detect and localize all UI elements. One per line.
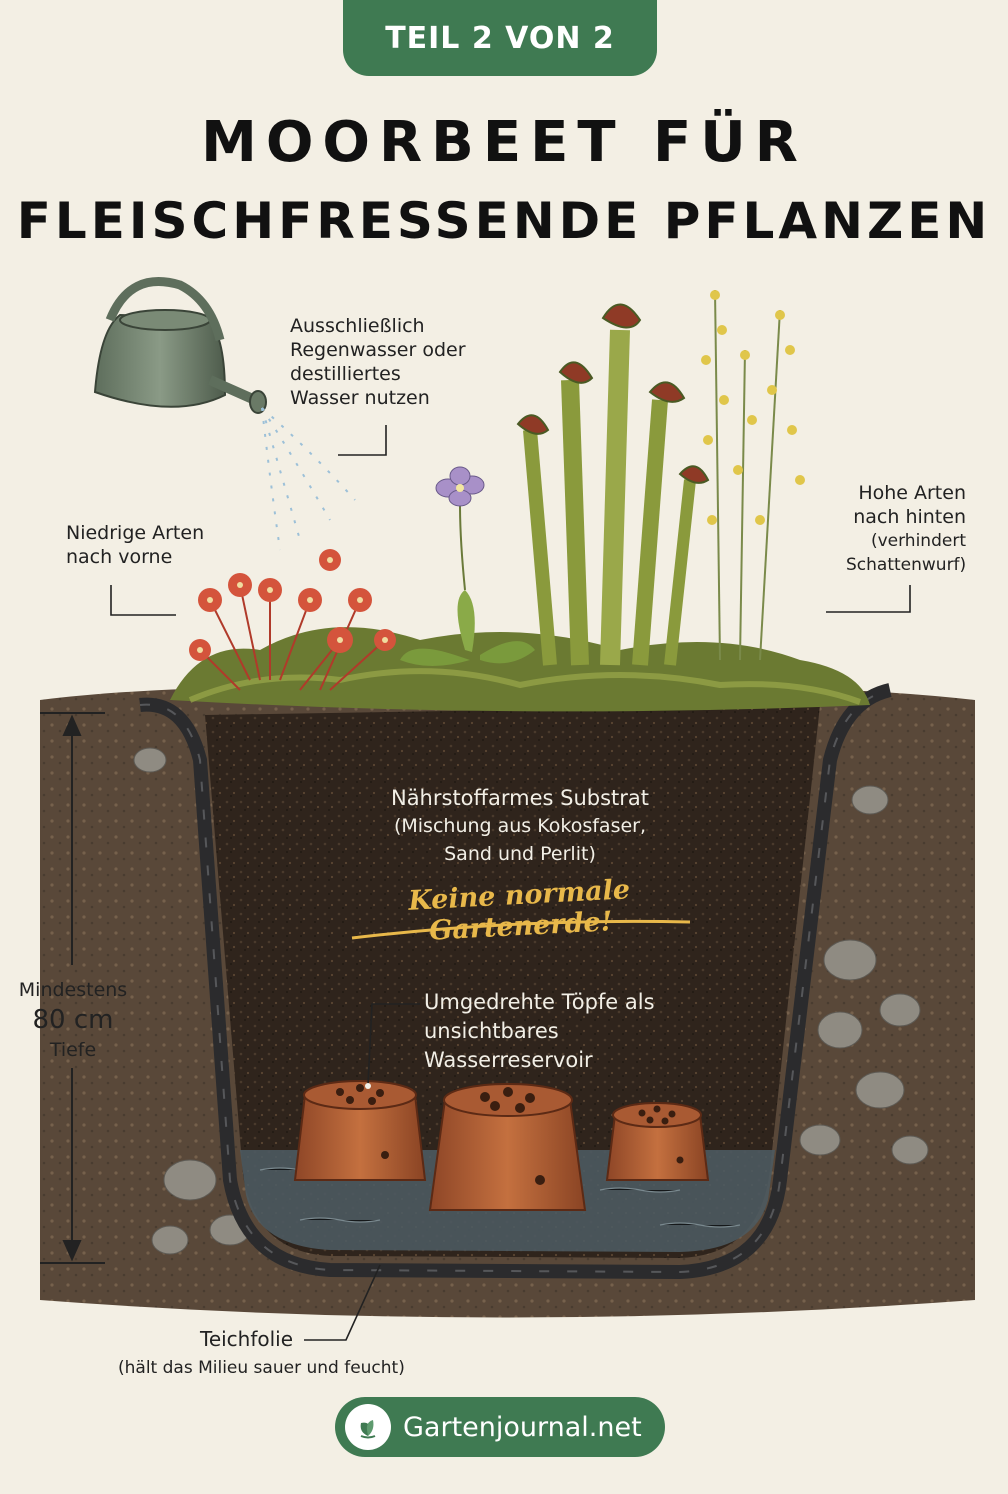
water-callout-line	[338, 425, 387, 456]
pots-callout-line	[367, 1003, 420, 1086]
water-note: Ausschließlich Regenwasser oder destilli…	[290, 315, 466, 409]
depth-note: Mindestens 80 cm Tiefe	[18, 979, 128, 1061]
high-callout-line	[826, 585, 911, 613]
pot-left	[293, 1080, 427, 1181]
part-badge: TEIL 2 VON 2	[343, 0, 657, 76]
pitcher-plants	[516, 303, 710, 666]
pot-right	[605, 1102, 710, 1181]
depth-value: 80 cm	[32, 1005, 114, 1035]
water-drops	[261, 407, 356, 551]
pots-note: Umgedrehte Töpfe als unsichtbares Wasser…	[424, 990, 655, 1072]
substrate-note: Nährstoffarmes Substrat (Mischung aus Ko…	[390, 786, 650, 865]
brand-pill[interactable]: Gartenjournal.net	[335, 1397, 665, 1457]
low-species-note: Niedrige Arten nach vorne	[66, 522, 205, 568]
liner-note-title: Teichfolie	[200, 1327, 294, 1351]
stones	[133, 747, 929, 1255]
pot-middle	[428, 1083, 587, 1211]
high-species-note: Hohe Arten nach hinten (verhindert Schat…	[846, 482, 967, 575]
tall-flower-stalks	[714, 289, 781, 661]
title-line-1: MOORBEET FÜR	[201, 110, 807, 175]
brand-name: Gartenjournal.net	[403, 1411, 642, 1443]
liner-callout-line	[304, 1264, 381, 1341]
depth-arrow	[40, 712, 105, 1264]
warning-underline	[351, 919, 691, 940]
title-line-2: FLEISCHFRESSENDE PFLANZEN	[16, 192, 992, 250]
butterwort-plant	[400, 466, 535, 666]
moss-surface	[170, 627, 870, 712]
yellow-flowers	[701, 290, 805, 525]
leaf-logo-icon	[345, 1404, 391, 1450]
liner-note-detail: (hält das Milieu sauer und feucht)	[118, 1358, 405, 1378]
watering-can-icon	[93, 277, 267, 414]
low-callout-line	[110, 585, 176, 616]
